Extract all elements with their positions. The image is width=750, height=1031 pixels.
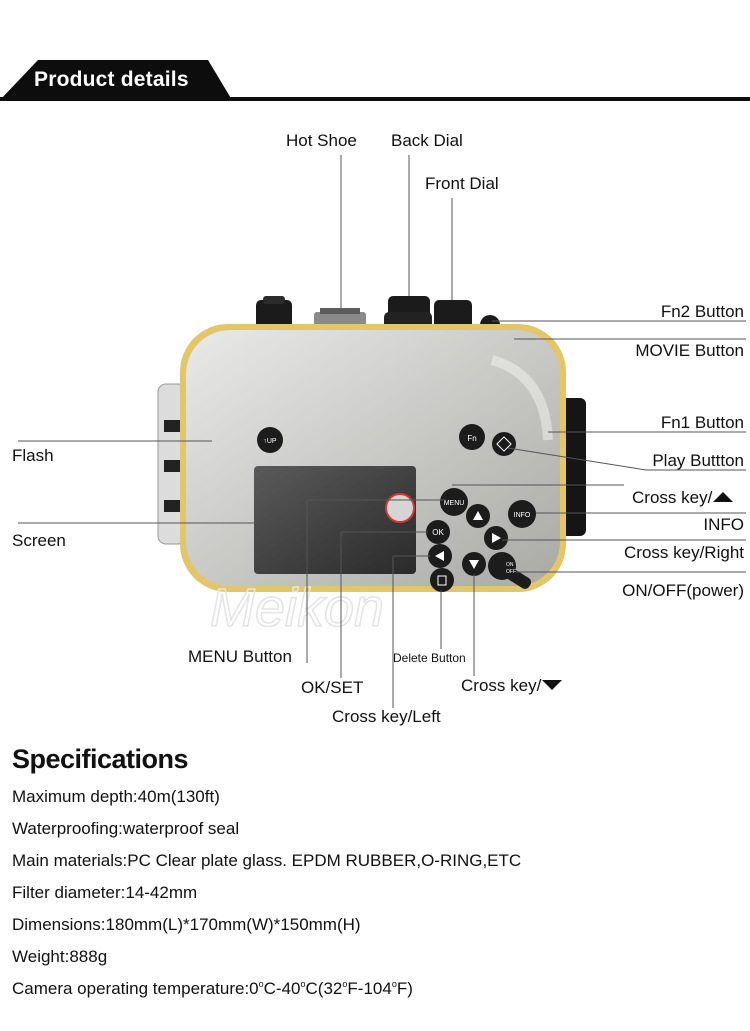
svg-text:MENU: MENU	[444, 500, 465, 507]
triangle-up-icon	[713, 492, 734, 502]
top-dial-left	[256, 296, 292, 330]
fn1-button: Fn	[459, 424, 485, 450]
spec-max-depth: Maximum depth:40m(130ft)	[12, 787, 220, 806]
callout-menu-button: MENU Button	[188, 647, 292, 666]
play-button	[492, 432, 516, 456]
menu-button: MENU	[440, 488, 468, 516]
svg-text:Fn: Fn	[467, 434, 476, 443]
callout-cross-key-up: Cross key/	[632, 488, 734, 508]
page-title: Product details	[34, 68, 189, 91]
screen-window	[254, 466, 416, 574]
watermark: Meikon	[210, 578, 384, 638]
spec-filter-diameter: Filter diameter:14-42mm	[12, 883, 198, 902]
svg-text:↑UP: ↑UP	[263, 438, 277, 445]
housing-diagram: ↑UP Fn MENU INFO OK ON	[18, 155, 746, 708]
svg-text:ON: ON	[506, 562, 514, 568]
callout-cross-key-right: Cross key/Right	[624, 543, 744, 562]
ok-button: OK	[426, 520, 450, 544]
cross-right-button	[484, 526, 508, 550]
spec-operating-temperature: Camera operating temperature:0oC-40oC(32…	[12, 979, 413, 998]
flash-up-button: ↑UP	[257, 427, 283, 453]
callout-movie-button: MOVIE Button	[635, 341, 744, 360]
header-banner	[0, 60, 750, 101]
callout-front-dial: Front Dial	[425, 174, 499, 193]
callout-on-off: ON/OFF(power)	[622, 581, 744, 600]
spec-waterproofing: Waterproofing:waterproof seal	[12, 819, 240, 838]
svg-text:INFO: INFO	[514, 512, 531, 519]
callout-cross-key-down: Cross key/	[461, 676, 563, 696]
callout-play-button: Play Buttton	[652, 451, 744, 470]
delete-button	[430, 568, 454, 592]
callout-fn2-button: Fn2 Button	[660, 302, 744, 321]
callout-fn1-button: Fn1 Button	[660, 413, 744, 432]
leader-lines	[18, 155, 746, 708]
callout-ok-set: OK/SET	[301, 678, 364, 697]
callout-info: INFO	[703, 515, 744, 534]
power-switch: ON OFF	[488, 552, 532, 589]
specifications-title: Specifications	[12, 744, 189, 774]
spec-dimensions: Dimensions:180mm(L)*170mm(W)*150mm(H)	[12, 915, 361, 934]
cross-left-button	[428, 544, 452, 568]
svg-text:OK: OK	[432, 528, 444, 537]
cross-down-button	[462, 552, 486, 576]
callout-back-dial: Back Dial	[391, 131, 463, 150]
callout-flash: Flash	[12, 446, 54, 465]
callout-screen: Screen	[12, 531, 66, 550]
triangle-down-icon	[542, 680, 563, 690]
callout-delete-button: Delete Button	[393, 651, 466, 665]
cross-up-button	[466, 504, 490, 528]
svg-text:OFF: OFF	[506, 569, 516, 575]
spec-materials: Main materials:PC Clear plate glass. EPD…	[12, 851, 522, 870]
info-button: INFO	[508, 500, 536, 528]
spec-weight: Weight:888g	[12, 947, 108, 966]
callout-cross-key-left: Cross key/Left	[332, 707, 441, 726]
front-dial	[434, 300, 472, 330]
callout-hot-shoe: Hot Shoe	[286, 131, 357, 150]
